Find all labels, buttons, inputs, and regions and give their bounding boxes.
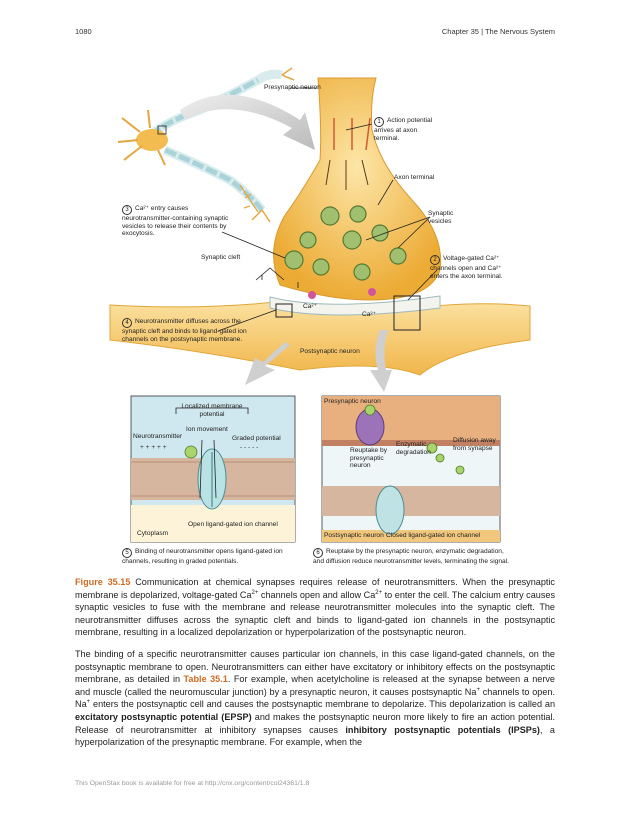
label-axon-terminal: Axon terminal [394,174,434,182]
label-cytoplasm: Cytoplasm [137,530,168,538]
label-postsynaptic-neuron: Postsynaptic neuron [300,348,360,356]
label-localized-potential: Localized membrane potential [172,403,252,418]
label-postsynaptic-box: Postsynaptic neuron [324,532,384,540]
figure-label: Figure 35.15 [75,577,130,587]
label-graded-potential: Graded potential [232,435,281,443]
table-link[interactable]: Table 35.1 [184,674,228,684]
step-number: 3 [122,205,132,215]
step-number: 4 [122,318,132,328]
step-number: 6 [313,548,323,558]
panel-reuptake [322,396,500,542]
label-diffusion: Diffusion away from synapse [453,437,501,452]
label-ca-right: Ca²⁺ [362,311,376,319]
term-ipsp: inhibitory postsynaptic potentials (IPSP… [345,725,540,735]
label-presynaptic-box: Presynaptic neuron [324,398,381,406]
label-synaptic-vesicles: Synaptic vesicles [428,210,468,225]
body-paragraph: The binding of a specific neurotransmitt… [75,648,555,749]
label-synaptic-cleft: Synaptic cleft [201,254,240,262]
figure-caption: Figure 35.15 Communication at chemical s… [75,576,555,639]
term-epsp: excitatory postsynaptic potential (EPSP) [75,712,252,722]
label-open-channel: Open ligand-gated ion channel [188,521,278,529]
step-number: 2 [430,255,440,265]
label-closed-channel: Closed ligand-gated ion channel [386,532,480,540]
label-presynaptic-neuron: Presynaptic neuron [264,84,321,92]
plus-row: + + + + + [140,444,167,452]
footer-text: This OpenStax book is available for free… [75,780,309,787]
label-enzymatic: Enzymatic degradation [396,441,436,456]
minus-row: - - - - - [240,444,258,452]
label-ion-movement: Ion movement [186,426,228,434]
label-ca-left: Ca²⁺ [303,303,317,311]
label-reuptake: Reuptake by presynaptic neuron [350,447,395,470]
step-number: 1 [374,117,384,127]
zoom-arrow [180,95,315,150]
step-number: 5 [122,548,132,558]
label-neurotransmitter: Neurotransmitter [133,433,182,441]
